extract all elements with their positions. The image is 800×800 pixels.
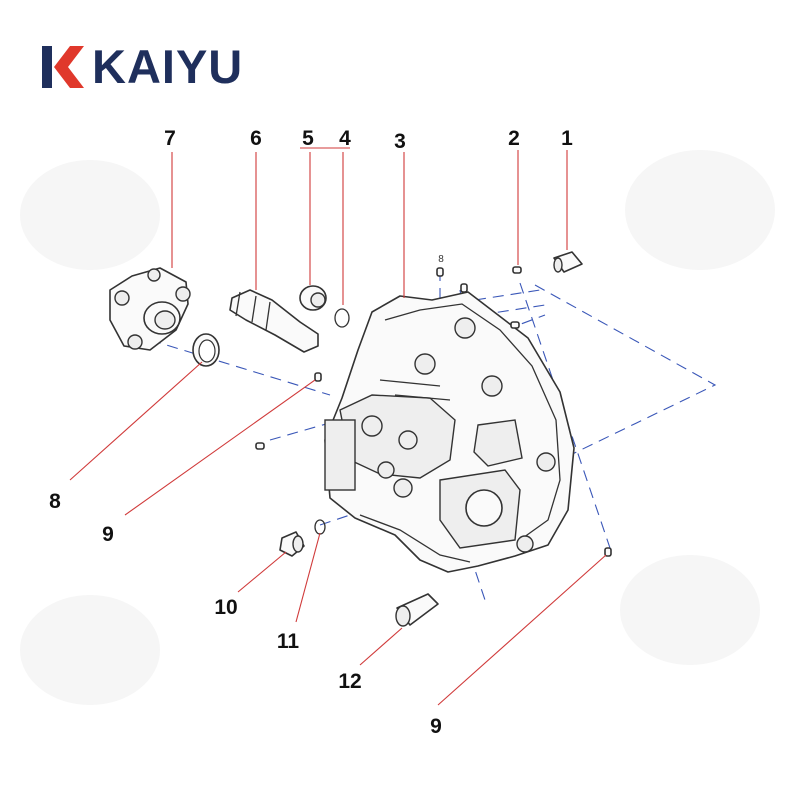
- ring-part-4: [334, 308, 350, 328]
- cup-part-5: [299, 285, 327, 311]
- callout-9-left: 9: [102, 523, 114, 546]
- brand-logo: KAIYU: [40, 42, 243, 92]
- callout-5: 5: [302, 127, 314, 150]
- callout-1: 1: [561, 127, 573, 150]
- plug-part-10: [279, 531, 305, 557]
- brand-name: KAIYU: [92, 40, 244, 93]
- callout-7: 7: [164, 127, 176, 150]
- background-watermark: [20, 150, 775, 705]
- housing-part-3: [324, 291, 575, 573]
- callout-3: 3: [394, 130, 406, 153]
- callout-12: 12: [338, 670, 361, 693]
- washer-part-11: [314, 519, 326, 535]
- callout-labels: 1 2 3 4 5 6 7 8 9 10 11 12 9 8: [49, 127, 573, 738]
- screw-part-9: [255, 372, 612, 557]
- pin-part-2: [510, 266, 522, 329]
- o-ring-part-8: [192, 333, 220, 367]
- leader-lines: [69, 147, 607, 706]
- sleeve-part-12: [395, 593, 439, 627]
- callout-9-bottom: 9: [430, 715, 442, 738]
- callout-6: 6: [250, 127, 262, 150]
- callout-10: 10: [214, 596, 237, 619]
- callout-2: 2: [508, 127, 520, 150]
- callout-11: 11: [277, 630, 300, 653]
- kaiyu-k-mark-icon: [42, 46, 84, 88]
- flange-part-7: [109, 267, 191, 351]
- callout-8: 8: [49, 490, 61, 513]
- callout-4: 4: [339, 127, 351, 150]
- valve-part-6: [229, 289, 319, 353]
- plug-part-1: [553, 251, 583, 273]
- callout-8-small: 8: [438, 254, 444, 265]
- pin-set-8: [436, 267, 468, 293]
